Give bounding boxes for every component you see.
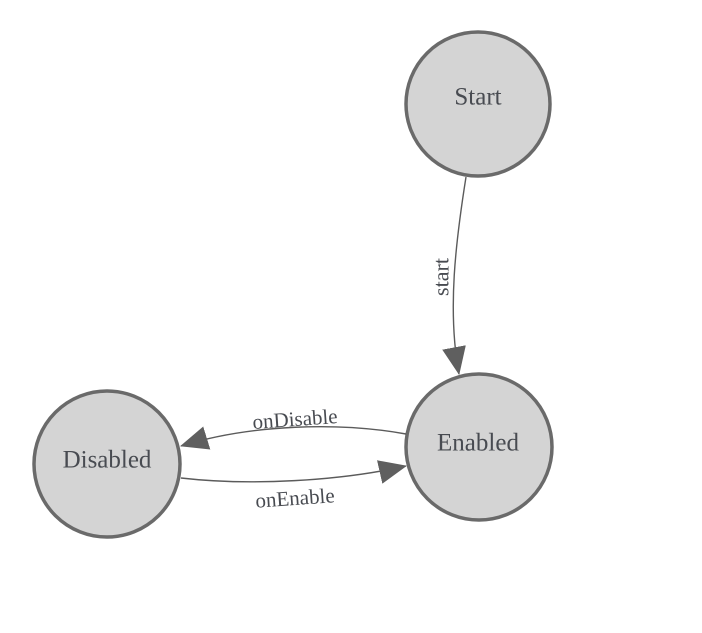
edge-disabled-to-enabled[interactable]: onEnable bbox=[180, 460, 407, 513]
edge-start-to-enabled[interactable]: start bbox=[429, 176, 467, 375]
node-start[interactable]: Start bbox=[404, 30, 552, 178]
edge-enabled-to-disabled-path[interactable] bbox=[180, 426, 407, 450]
node-enabled-label: Enabled bbox=[437, 430, 519, 457]
node-enabled-circle[interactable] bbox=[404, 372, 554, 522]
edge-label-ondisable: onDisable bbox=[252, 404, 339, 434]
node-disabled-circle[interactable] bbox=[32, 389, 182, 539]
node-start-label: Start bbox=[454, 84, 501, 111]
edge-label-start: start bbox=[429, 258, 454, 296]
edge-disabled-to-enabled-path[interactable] bbox=[180, 460, 407, 484]
node-disabled-label: Disabled bbox=[63, 447, 152, 474]
edge-enabled-to-disabled[interactable]: onDisable bbox=[180, 404, 407, 450]
node-enabled[interactable]: Enabled bbox=[404, 372, 554, 522]
node-disabled[interactable]: Disabled bbox=[32, 389, 182, 539]
node-start-circle[interactable] bbox=[404, 30, 552, 178]
edge-start-to-enabled-path[interactable] bbox=[442, 176, 467, 375]
edge-label-onenable: onEnable bbox=[255, 483, 336, 512]
